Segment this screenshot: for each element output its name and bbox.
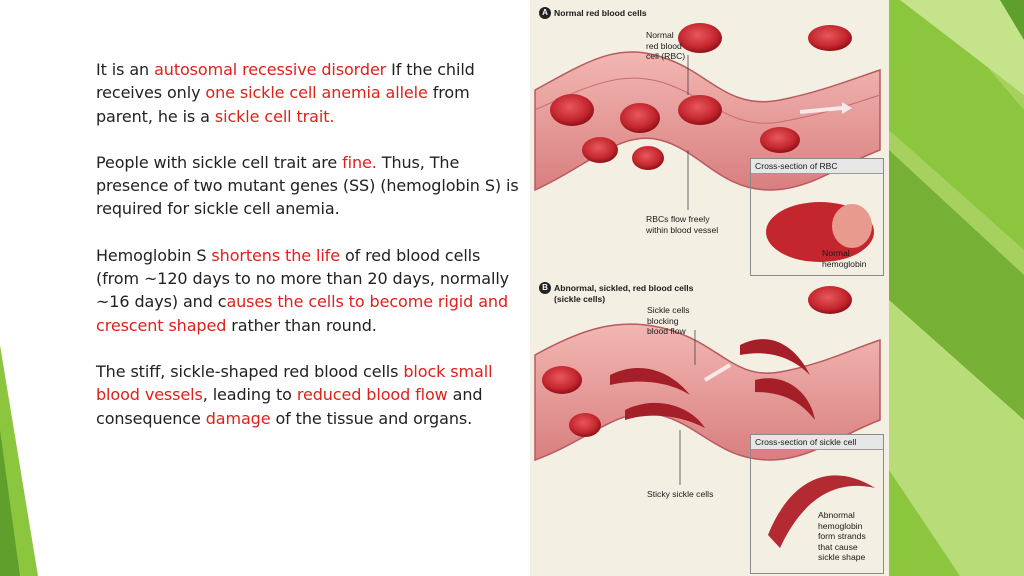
highlighted-text: sickle cell trait. (214, 106, 335, 126)
rbc-b-3 (808, 286, 852, 314)
sickle-cell-1 (610, 367, 690, 395)
rbc-a-7 (760, 127, 800, 153)
label-block-line-1: Sickle cells (647, 305, 690, 315)
label-ahb-line-5: sickle shape (818, 552, 866, 562)
highlighted-text: damage (205, 408, 271, 428)
label-ahb-line-1: Abnormal (818, 510, 855, 520)
label-hb-line-1: Normal (822, 248, 850, 258)
body-text: Thus, The presence of two mutant genes (… (96, 152, 519, 219)
label-sickle-blocking: Sickle cells blocking blood flow (647, 305, 690, 337)
rbc-a-3 (620, 103, 660, 133)
inset-rbc: Cross-section of RBC (750, 158, 884, 276)
right-facet-1 (889, 0, 1024, 250)
body-text: rather than round. (226, 315, 377, 335)
highlighted-text: one sickle cell anemia allele (205, 83, 428, 103)
paragraph-2: People with sickle cell trait are fine. … (96, 151, 520, 221)
body-text: If the child receives only (96, 60, 475, 103)
label-flow-line-1: RBCs flow freely (646, 214, 710, 224)
rbc-a-5 (678, 95, 722, 125)
panel-b-title: Abnormal, sickled, red blood cells (554, 283, 694, 293)
paragraph-1: It is an autosomal recessive disorder If… (96, 58, 520, 128)
rbc-a-6 (678, 23, 722, 53)
illustration-art (534, 23, 881, 548)
body-text: of red blood cells (from ~120 days to no… (96, 245, 510, 312)
label-block-line-2: blocking (647, 315, 679, 326)
label-sticky-sickle: Sticky sickle cells (647, 489, 714, 499)
inset-rbc-title: Cross-section of RBC (751, 159, 883, 174)
highlighted-text: reduced blood flow (296, 385, 448, 405)
label-ahb-line-3: form strands (818, 531, 866, 541)
highlighted-text: fine. (342, 152, 377, 172)
rbc-a-8 (808, 25, 852, 51)
paragraph-4: The stiff, sickle-shaped red blood cells… (96, 360, 520, 430)
right-facet-6 (889, 470, 960, 576)
label-ahb-line-4: that cause (818, 541, 858, 552)
inset-sickle: Cross-section of sickle cell (750, 434, 884, 574)
label-rbc-flow: RBCs flow freely within blood vessel (646, 214, 718, 235)
rbc-a-4 (632, 146, 664, 170)
body-text: The stiff, sickle-shaped red blood cells (96, 361, 404, 381)
label-hb-line-2: hemoglobin (822, 258, 867, 269)
sickle-cell-2 (625, 402, 705, 428)
rbc-a-1 (550, 94, 594, 126)
panel-a-badge: A (539, 7, 551, 19)
sickle-cross-section (768, 475, 875, 548)
sickle-cell-illustration: A Normal red blood cells Normal red bloo… (530, 0, 889, 576)
flow-arrow-a (799, 106, 843, 114)
right-facet-5 (1000, 0, 1024, 40)
rbc-b-2 (569, 413, 601, 437)
highlighted-text: shortens the life (211, 245, 340, 265)
label-flow-line-2: within blood vessel (646, 224, 719, 235)
rbc-cross-section-inner (832, 204, 872, 248)
text-column: It is an autosomal recessive disorder If… (96, 58, 520, 453)
body-text: from parent, he is a (96, 83, 470, 126)
body-text: Hemoglobin S (96, 245, 212, 265)
label-normal-hemoglobin: Normal hemoglobin (822, 248, 866, 269)
body-text: of the tissue and organs. (270, 408, 473, 428)
body-text: , leading to (202, 385, 297, 405)
label-block-line-3: blood flow (647, 326, 686, 336)
sickle-cell-3 (740, 339, 810, 375)
body-text: It is an (96, 60, 155, 79)
inset-sickle-title: Cross-section of sickle cell (751, 435, 883, 450)
left-facet-dark (0, 430, 20, 576)
label-normal-rbc: Normal red blood cell (RBC) (646, 30, 685, 62)
label-abnormal-hemoglobin: Abnormal hemoglobin form strands that ca… (818, 510, 866, 563)
highlighted-text: autosomal recessive disorder (154, 60, 387, 79)
panel-a-title: Normal red blood cells (554, 8, 647, 18)
highlighted-text: block small blood vessels (96, 361, 493, 405)
label-ahb-line-2: hemoglobin (818, 520, 863, 531)
body-text: and consequence (96, 385, 483, 428)
highlighted-text: auses the cells to become rigid and cres… (96, 292, 509, 335)
panel-b-subtitle: (sickle cells) (554, 294, 606, 304)
panel-b-badge: B (539, 282, 551, 294)
flow-arrow-b (703, 363, 732, 382)
right-facet-2 (900, 0, 1024, 95)
right-facet-3 (889, 150, 1024, 420)
label-rbc-line-1: Normal (646, 30, 674, 40)
body-text: People with sickle cell trait are (96, 152, 343, 172)
sickle-cell-4 (755, 378, 815, 420)
label-rbc-line-3: cell (RBC) (646, 51, 686, 61)
flow-arrowhead-a (842, 102, 852, 114)
right-facet-4 (889, 300, 1024, 576)
rbc-b-1 (542, 366, 582, 394)
rbc-a-2 (582, 137, 618, 163)
paragraph-3: Hemoglobin S shortens the life of red bl… (96, 244, 520, 337)
label-rbc-line-2: red blood (646, 40, 682, 51)
